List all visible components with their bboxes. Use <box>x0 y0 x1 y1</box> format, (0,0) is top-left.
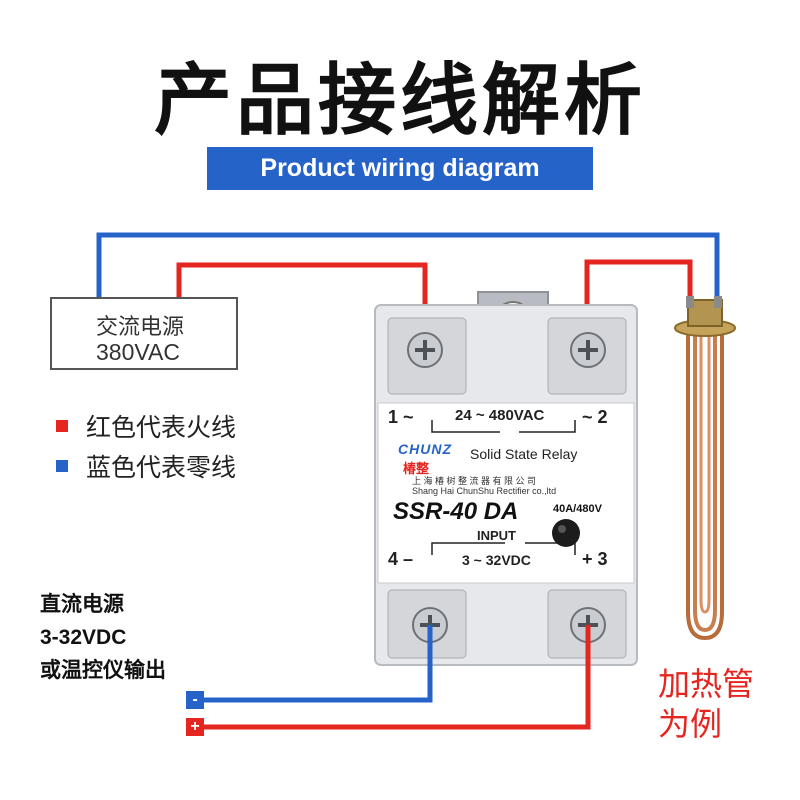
model-number: SSR-40 DA <box>393 498 519 525</box>
heater-label: 加热管 为例 <box>658 664 754 744</box>
blue-square-icon <box>56 460 68 472</box>
screw-icon <box>570 332 606 368</box>
terminal-4-label: 4 – <box>388 549 414 569</box>
ac-source-box: 交流电源 380VAC <box>50 297 238 370</box>
brand-logo: CHUNZ <box>398 441 452 457</box>
live-wire-t2-to-heater <box>584 259 693 345</box>
red-square-icon <box>56 420 68 432</box>
product-name: Solid State Relay <box>470 446 578 462</box>
maker-en: Shang Hai ChunShu Rectifier co.,ltd <box>412 486 557 496</box>
dc-source-line2: 3-32VDC <box>40 626 127 649</box>
live-wire-dc-plus <box>204 625 591 730</box>
dc-source-line3: 或温控仪输出 <box>40 658 166 682</box>
maker-cn: 上 海 椿 树 整 流 器 有 限 公 司 <box>412 476 537 486</box>
dc-plus-tag: + <box>186 718 204 736</box>
ac-source-label: 交流电源 <box>96 315 185 340</box>
terminal-2-label: ~ 2 <box>582 407 608 427</box>
heater-label-line1: 加热管 <box>658 665 755 703</box>
dc-range-label: 3 ~ 32VDC <box>462 552 531 568</box>
page-title: 产品接线解析 <box>153 56 646 146</box>
terminal-1-label: 1 ~ <box>388 407 414 427</box>
heater-element <box>674 296 736 641</box>
dc-source-line1: 直流电源 <box>40 592 124 616</box>
input-label: INPUT <box>477 528 516 543</box>
subtitle-banner: Product wiring diagram <box>207 147 593 190</box>
legend-live-text: 红色代表火线 <box>86 413 237 442</box>
solid-state-relay <box>374 291 638 666</box>
rating-label: 40A/480V <box>553 503 602 515</box>
ac-voltage-label: 380VAC <box>96 339 180 365</box>
legend-item-live: 红色代表火线 <box>56 408 236 444</box>
dc-source-label: 直流电源 3-32VDC 或温控仪输出 <box>40 588 166 687</box>
heater-label-line2: 为例 <box>658 705 723 743</box>
neutral-wire-ac <box>96 232 720 305</box>
neutral-wire-dc-minus <box>204 625 433 703</box>
brand-cn: 椿整 <box>403 461 430 476</box>
legend-item-neutral: 蓝色代表零线 <box>56 448 236 484</box>
legend-neutral-text: 蓝色代表零线 <box>86 453 237 482</box>
ac-range-label: 24 ~ 480VAC <box>455 407 545 424</box>
dc-minus-tag: - <box>186 691 204 709</box>
screw-icon <box>407 332 443 368</box>
terminal-3-label: + 3 <box>582 549 608 569</box>
